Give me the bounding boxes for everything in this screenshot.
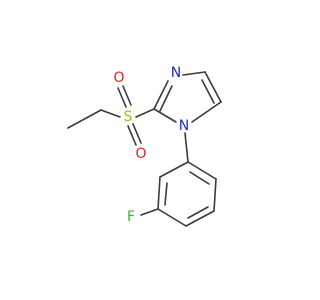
bond-ph-c5-c6 [213,178,217,212]
bond-ph-c6-c1 [187,161,217,180]
bond-s-o-bottom-b [132,123,142,144]
bond-ph-inner-1 [164,182,168,206]
bond-s-o-bottom-a [127,125,137,146]
atom-s: S [124,109,133,125]
bond-c2-n3-b [159,85,173,112]
atom-f: F [127,209,135,225]
bond-ch3-ch2 [67,109,102,129]
bond-c2-n3-a [153,80,169,110]
bond-n3-c4 [182,71,206,76]
molecule-diagram: N N S O O F [67,65,222,227]
bond-ph-c2-c3 [157,176,161,210]
atom-o-bottom: O [135,146,146,162]
bond-c-f [140,208,159,216]
bond-c5-n1 [191,101,222,123]
atom-o-top: O [113,70,124,86]
bond-s-o-top-b [122,85,132,106]
bond-c4-c5-b [201,79,215,104]
bond-ch2-s [100,109,121,118]
bond-ph-c1-c2 [159,161,189,178]
bond-ph-inner-2 [187,206,209,219]
atom-n-imine: N [171,65,181,81]
bond-ph-c4-c5 [185,210,215,227]
bond-c4-c5-a [204,71,222,103]
bond-s-o-top-a [117,87,127,108]
bond-n1-phenyl [184,132,189,163]
bond-s-c2 [135,108,155,118]
atom-n-ring: N [179,118,189,134]
bond-ph-c3-c4 [157,208,187,227]
structure-svg: N N S O O F [67,65,222,227]
bond-n1-c2 [153,108,177,123]
bond-ph-inner-3 [189,171,210,185]
